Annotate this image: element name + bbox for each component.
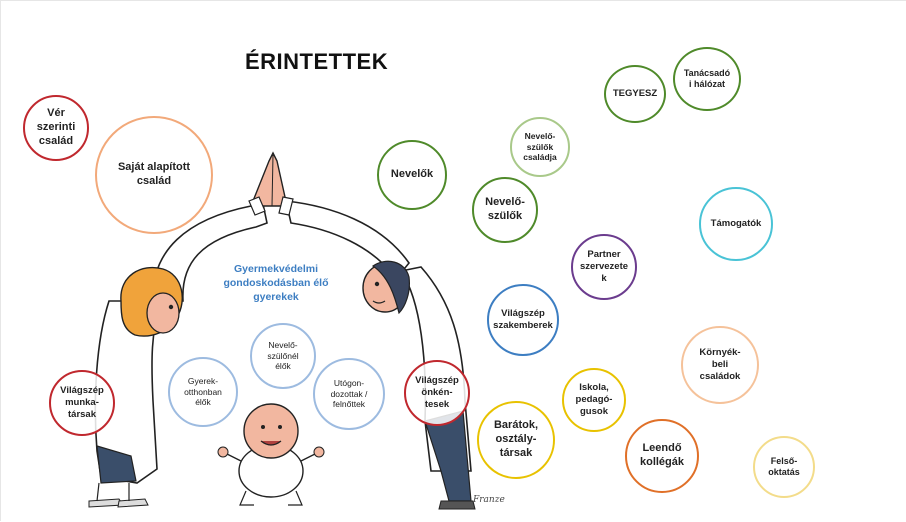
bubble-sajat-alapitott-csalad: Saját alapított család [95,116,213,234]
bubble-partner-szervezetek: Partner szervezete k [571,234,637,300]
bubble-iskola-pedagogusok: Iskola, pedagó- gusok [562,368,626,432]
woman-face [146,292,180,334]
man-hair [371,260,410,315]
bubble-vilagszep-munkatarsak: Világszép munka- társak [49,370,115,436]
bubble-gyerekotthonban-elok: Gyerek- otthonban élők [168,357,238,427]
bubble-nevelo-szulonel-elok: Nevelő- szülőnél élők [250,323,316,389]
bubble-tamogatok: Támogatók [699,187,773,261]
artist-signature: Franze [473,495,505,505]
bubble-kornyekbeli-csaladok: Környék- beli családok [681,326,759,404]
bubble-utogondozottak-felnottek: Utógon- dozottak / felnőttek [313,358,385,430]
bubble-nevelo-szulok: Nevelő- szülők [472,177,538,243]
bubble-baratok-osztalytarsak: Barátok, osztály- társak [477,401,555,479]
bubble-nevelo-szulok-csaladja: Nevelő- szülők családja [510,117,570,177]
woman-skirt [96,445,137,484]
bubble-ver-szerinti-csalad: Vér szerinti család [23,95,89,161]
bubble-vilagszep-szakemberek: Világszép szakemberek [487,284,559,356]
inner-label-children-in-care: Gyermekvédelmi gondoskodásban élő gyerek… [223,263,329,304]
page-title: ÉRINTETTEK [245,49,389,74]
bubble-vilagszep-onkentesek: Világszép önkén- tesek [404,360,470,426]
woman-arm [152,203,268,302]
bubble-nevelok: Nevelők [377,140,447,210]
bubble-tegyesz: TEGYESZ [604,65,666,123]
baby-head [243,403,299,459]
bubble-leendo-kollegak: Leendő kollégák [625,419,699,493]
bubble-tanacsado-halozat: Tanácsadó i hálózat [673,47,741,111]
bubble-felsooktatas: Felső- oktatás [753,436,815,498]
